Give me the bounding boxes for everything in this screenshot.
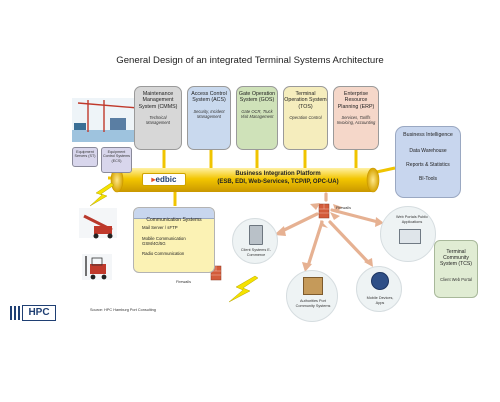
diagram-title: General Design of an integrated Terminal… [116, 55, 384, 66]
hpc-logo: HPC [22, 305, 56, 321]
comm-item: Mobile Communication GSM/4G/5G [142, 236, 186, 246]
bi-item: Data Warehouse [409, 148, 447, 154]
arrow-heads [274, 203, 384, 272]
equipment-servers-box: Equipment Servers (ST) [72, 147, 98, 167]
system-desc: Operation Control [289, 114, 322, 120]
system-desc: Services, Tariffs Invoicing, Accounting [336, 114, 376, 125]
authorities-label: Authorities Port Community Systems [295, 299, 331, 308]
mobile-devices-label: Mobile Devices, Apps [366, 296, 394, 305]
crane-picture [72, 98, 142, 142]
bi-item: Reports & Statistics [406, 162, 450, 168]
business-intelligence-box: Business Intelligence Data Warehouse Rep… [395, 126, 461, 198]
laptop-icon [399, 229, 421, 244]
esb-logo-mark: ▸ [151, 175, 156, 184]
web-portals-circle: Web Portals Public Applications [380, 206, 436, 262]
system-desc: Gate OCR, Truck Visit Management [240, 108, 274, 119]
tcs-name: Terminal Community System (TCS) [440, 249, 472, 268]
comm-title: Communication Systems [146, 217, 202, 223]
system-name: Gate Operation System (GOS) [238, 91, 276, 104]
esb-logo: ▸edbic [142, 173, 186, 186]
esb-label: Business Integration Platform (ESB, EDI,… [217, 171, 339, 185]
system-name: Maintenance Management System (CMMS) [138, 91, 178, 110]
lightning-icons [89, 182, 259, 303]
system-desc: Technical Management [146, 114, 170, 125]
system-box-gos: Gate Operation System (GOS) Gate OCR, Tr… [236, 86, 278, 150]
tcs-box: Terminal Community System (TCS) Client W… [434, 240, 478, 298]
comm-title-bar: Communication Systems [134, 208, 214, 223]
system-name: Terminal Operation System (TOS) [284, 91, 327, 110]
firewalls-label-bottom: Firewalls [176, 280, 191, 284]
client-systems-circle: Client Systems E-Commerce [232, 218, 278, 264]
firewalls-label-top: Firewalls [336, 206, 351, 210]
authorities-circle: Authorities Port Community Systems [286, 270, 338, 322]
mobile-devices-circle: Mobile Devices, Apps [356, 266, 402, 312]
forklift-picture [82, 254, 112, 280]
system-box-cmms: Maintenance Management System (CMMS) Tec… [134, 86, 182, 150]
system-name: Enterprise Resource Planning (ERP) [337, 91, 375, 110]
hpc-logo-bars [10, 306, 20, 320]
web-portals-label: Web Portals Public Applications [395, 215, 428, 224]
globe-icon [371, 272, 389, 290]
tcs-desc: Client Web Portal [440, 276, 472, 282]
system-name: Access Control System (ACS) [191, 91, 227, 104]
server-icon [249, 225, 263, 245]
communication-systems-box: Communication Systems Mail Server / sFTP… [133, 207, 215, 273]
comm-item: Radio Communication [142, 251, 185, 256]
equipment-control-box: Equipment Control Systems (ECS) [101, 147, 132, 173]
client-systems-label: Client Systems E-Commerce [240, 248, 272, 257]
client-arrows [278, 192, 380, 268]
reach-stacker-picture [79, 208, 117, 239]
system-box-acs: Access Control System (ACS) Security, In… [187, 86, 231, 150]
bi-title: Business Intelligence [403, 132, 453, 138]
comm-item: Mail Server / sFTP [142, 225, 178, 230]
source-note: Source: HPC Hamburg Port Consulting [90, 308, 156, 312]
system-box-tos: Terminal Operation System (TOS) Operatio… [283, 86, 328, 150]
bi-item: BI-Tools [418, 176, 438, 182]
system-box-erp: Enterprise Resource Planning (ERP) Servi… [333, 86, 379, 150]
system-desc: Security, Incident Management [193, 108, 225, 119]
building-icon [303, 277, 323, 295]
